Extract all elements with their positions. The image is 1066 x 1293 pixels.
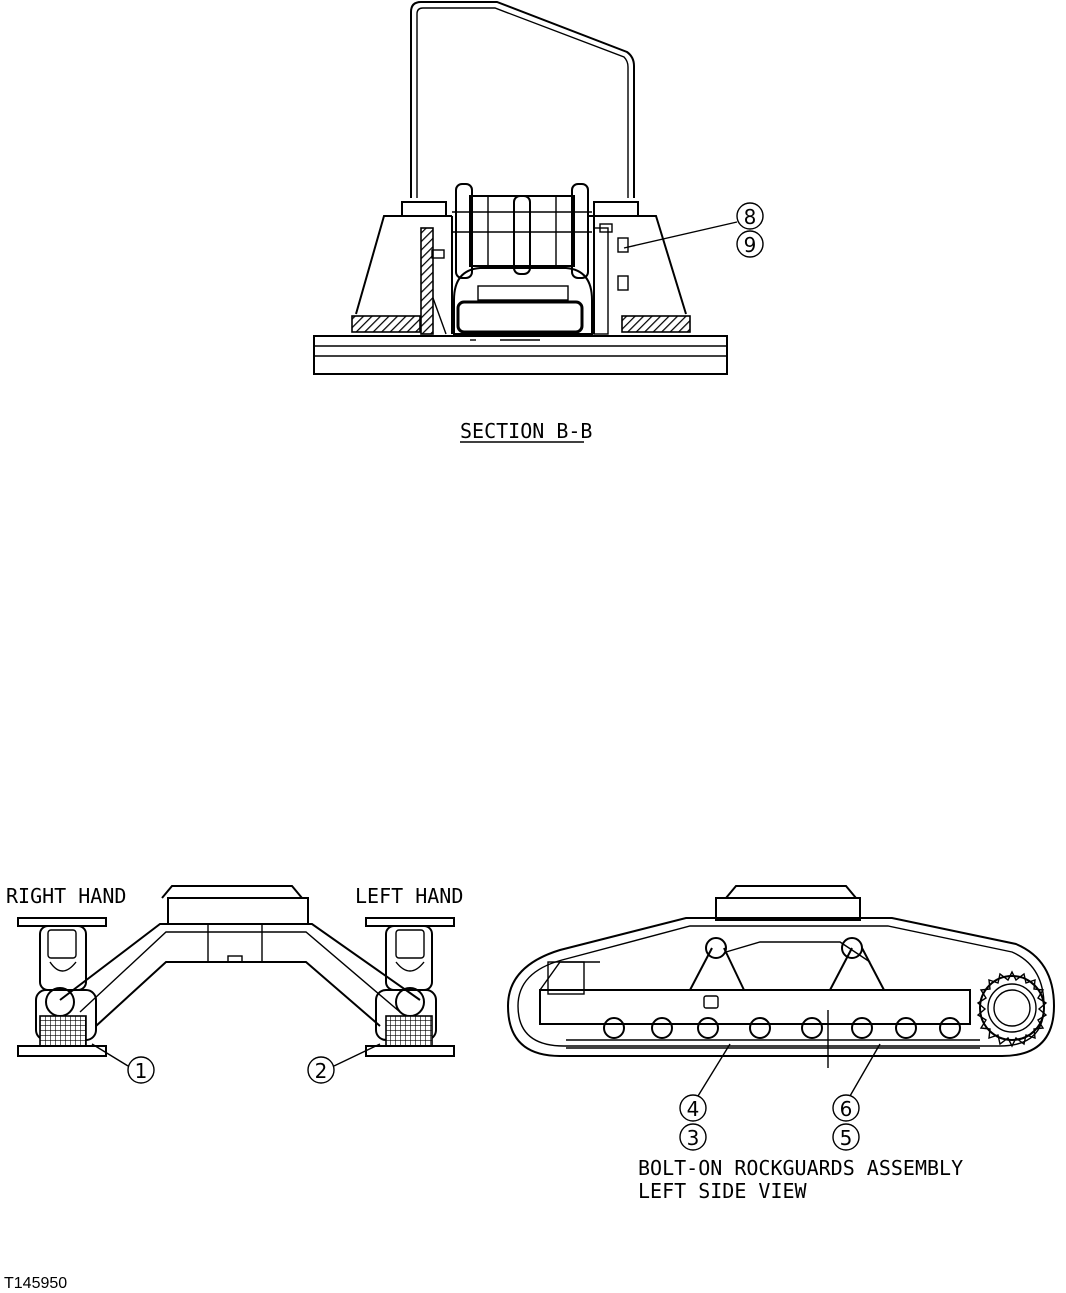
svg-text:2: 2 bbox=[315, 1059, 328, 1083]
assembly-title-line2: LEFT SIDE VIEW bbox=[638, 1179, 808, 1203]
leader-line-8-9 bbox=[623, 221, 738, 249]
svg-text:4: 4 bbox=[687, 1097, 700, 1121]
section-title: SECTION B-B bbox=[460, 419, 592, 443]
figure-code: T145950 bbox=[4, 1275, 67, 1292]
front-view bbox=[17, 885, 455, 1057]
svg-text:1: 1 bbox=[135, 1059, 148, 1083]
section-b-b-view bbox=[313, 1, 728, 375]
callout-9: 9 bbox=[736, 230, 764, 258]
leader-line-1 bbox=[91, 1043, 129, 1067]
callout-3: 3 bbox=[679, 1123, 707, 1151]
callout-4: 4 bbox=[679, 1094, 707, 1122]
callout-5: 5 bbox=[832, 1123, 860, 1151]
right-hand-label: RIGHT HAND bbox=[6, 884, 126, 908]
svg-text:6: 6 bbox=[840, 1097, 853, 1121]
leader-line-5-6 bbox=[849, 1043, 881, 1097]
svg-text:9: 9 bbox=[744, 233, 757, 257]
svg-text:3: 3 bbox=[687, 1126, 700, 1150]
svg-text:8: 8 bbox=[744, 205, 757, 229]
track-rollers bbox=[603, 1017, 961, 1039]
left-hand-label: LEFT HAND bbox=[355, 884, 463, 908]
callout-6: 6 bbox=[832, 1094, 860, 1122]
callout-1: 1 bbox=[127, 1056, 155, 1084]
assembly-title-line1: BOLT-ON ROCKGUARDS ASSEMBLY bbox=[638, 1156, 963, 1180]
side-view bbox=[506, 885, 1056, 1068]
callout-8: 8 bbox=[736, 202, 764, 230]
svg-text:5: 5 bbox=[840, 1126, 853, 1150]
leader-line-2 bbox=[333, 1043, 381, 1067]
callout-2: 2 bbox=[307, 1056, 335, 1084]
leader-line-3-4 bbox=[697, 1043, 731, 1097]
